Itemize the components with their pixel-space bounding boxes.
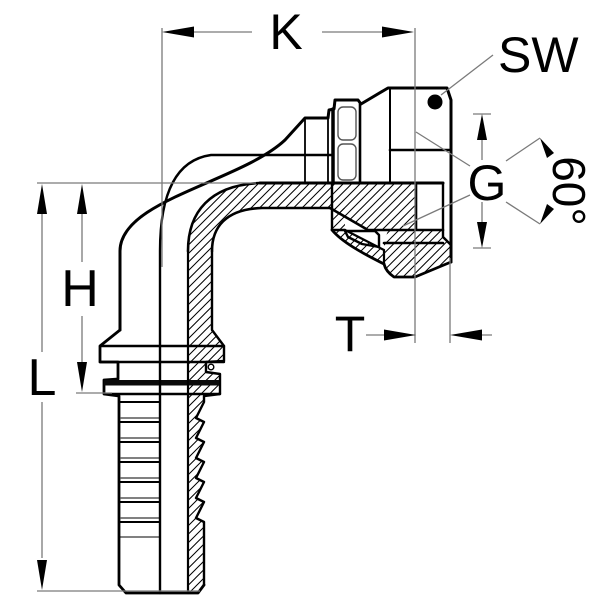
inner-wall-edge <box>210 206 332 253</box>
nut-lower-outline <box>382 260 453 279</box>
g-dimension: G <box>402 113 507 249</box>
ferrule-band <box>104 380 219 386</box>
barb-ridges <box>119 401 161 523</box>
nipple-collar-edges <box>330 181 347 232</box>
nut-body-section <box>384 237 451 277</box>
elbow-wall-section <box>188 183 416 251</box>
nipple-collar-block <box>343 229 381 249</box>
wrench-size-label: SW <box>498 27 579 83</box>
thread-size-label: G <box>468 155 507 211</box>
bore-far-edge <box>158 153 335 595</box>
nut-face-ring-edges <box>441 181 453 247</box>
cone-angle-label: 60° <box>543 156 595 226</box>
outer-contour <box>118 86 453 332</box>
nut-thread-section <box>384 230 443 243</box>
collar-hex-flat-lower <box>337 143 357 181</box>
k-dimension-label: K <box>269 4 302 60</box>
section-hatching <box>188 183 451 593</box>
sw-marker-dot <box>427 94 443 110</box>
t-dimension-label: T <box>335 306 366 362</box>
l-dimension-label: L <box>28 349 57 407</box>
nipple-taper-edge <box>328 181 445 232</box>
barb-ridge-minor-lines <box>119 417 161 538</box>
sw-callout: SW <box>440 27 579 96</box>
nut-lip-section <box>332 230 384 264</box>
shank-wall-section <box>188 251 224 593</box>
h-dimension: H <box>37 182 256 394</box>
cone-angle-callout: 60° <box>505 137 595 226</box>
l-dimension: L <box>28 184 200 592</box>
t-dimension: T <box>335 258 492 362</box>
hose-shank-outline <box>98 328 206 595</box>
groove-weep-hole <box>207 363 215 371</box>
nut-lip-outer-edge <box>330 228 386 266</box>
fitting-linework <box>98 86 453 595</box>
h-dimension-label: H <box>61 260 99 318</box>
bore-near-edge-bend <box>186 181 262 253</box>
k-dimension: K <box>161 4 416 343</box>
collar-hex-flat-upper <box>337 106 357 141</box>
neck-step-edges <box>304 117 329 184</box>
flange-edges <box>98 344 226 396</box>
